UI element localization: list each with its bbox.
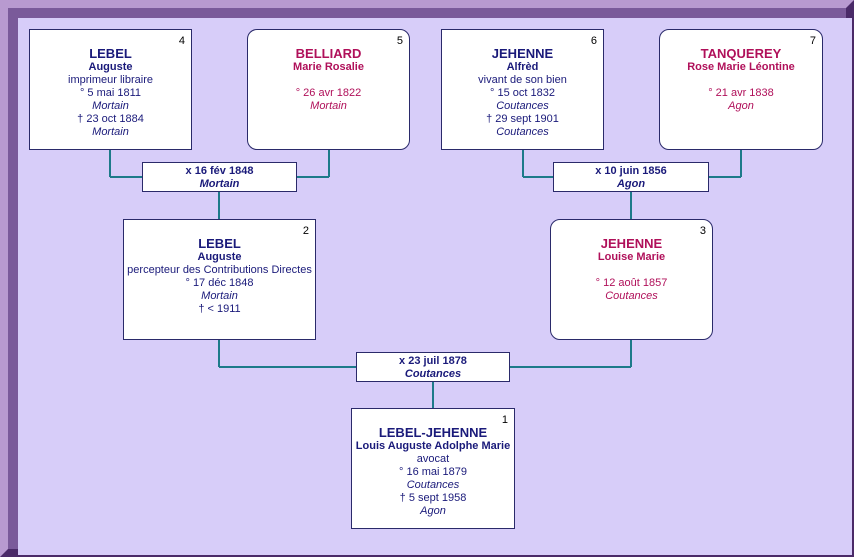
marriage-box-2-3[interactable]: x 23 juil 1878 Coutances: [356, 352, 510, 382]
person-number: 1: [501, 414, 508, 426]
marriage-box-4-5[interactable]: x 16 fév 1848 Mortain: [142, 162, 297, 192]
person-death: † 5 sept 1958: [399, 492, 467, 504]
marriage-place: Agon: [616, 178, 646, 190]
person-surname: JEHENNE: [600, 236, 663, 251]
person-birth-place: Agon: [728, 100, 754, 112]
person-card-6[interactable]: 6 JEHENNE Alfrèd vivant de son bien ° 15…: [441, 29, 604, 150]
person-surname: LEBEL-JEHENNE: [378, 425, 488, 440]
person-occupation-empty: [248, 74, 409, 87]
person-occupation-empty: [551, 264, 712, 277]
person-surname: TANQUEREY: [700, 46, 782, 61]
person-card-3[interactable]: 3 JEHENNE Louise Marie ° 12 août 1857 Co…: [550, 219, 713, 340]
person-given-name: Auguste: [88, 61, 133, 73]
person-birth: ° 12 août 1857: [595, 277, 668, 289]
person-card-7[interactable]: 7 TANQUEREY Rose Marie Léontine ° 21 avr…: [659, 29, 823, 150]
person-given-name: Marie Rosalie: [293, 61, 364, 73]
person-occupation: avocat: [416, 453, 450, 465]
person-given-name: Alfrèd: [506, 61, 539, 73]
person-surname: BELLIARD: [295, 46, 362, 61]
person-death-place: Coutances: [496, 126, 549, 138]
person-occupation: percepteur des Contributions Directes: [127, 264, 312, 276]
person-occupation-empty: [660, 74, 822, 87]
person-given-name: Rose Marie Léontine: [687, 61, 795, 73]
marriage-date: x 16 fév 1848: [185, 165, 254, 177]
person-number: 5: [396, 35, 403, 47]
person-occupation: imprimeur libraire: [68, 74, 153, 86]
person-birth-place: Mortain: [310, 100, 347, 112]
person-birth-place: Coutances: [605, 290, 658, 302]
person-birth: ° 26 avr 1822: [295, 87, 362, 99]
person-birth: ° 21 avr 1838: [708, 87, 774, 99]
person-number: 6: [590, 35, 597, 47]
marriage-box-6-7[interactable]: x 10 juin 1856 Agon: [553, 162, 709, 192]
person-death: † 23 oct 1884: [77, 113, 144, 125]
person-birth: ° 17 déc 1848: [185, 277, 254, 289]
marriage-date: x 23 juil 1878: [399, 355, 467, 367]
person-death: † < 1911: [198, 303, 241, 315]
person-birth: ° 16 mai 1879: [399, 466, 467, 478]
person-card-4[interactable]: 4 LEBEL Auguste imprimeur libraire ° 5 m…: [29, 29, 192, 150]
person-number: 7: [809, 35, 816, 47]
marriage-place: Mortain: [199, 178, 240, 190]
person-surname: LEBEL: [198, 236, 241, 251]
person-number: 3: [699, 225, 706, 237]
person-death: † 29 sept 1901: [486, 113, 559, 125]
person-birth: ° 15 oct 1832: [490, 87, 555, 99]
marriage-date: x 10 juin 1856: [595, 165, 667, 177]
person-given-name: Louise Marie: [597, 251, 666, 263]
person-birth-place: Mortain: [201, 290, 238, 302]
person-death-place: Mortain: [92, 126, 129, 138]
person-birth-place: Coutances: [496, 100, 549, 112]
person-birth: ° 5 mai 1811: [79, 87, 142, 99]
person-card-5[interactable]: 5 BELLIARD Marie Rosalie ° 26 avr 1822 M…: [247, 29, 410, 150]
person-birth-place: Coutances: [406, 479, 460, 491]
marriage-place: Coutances: [404, 368, 462, 380]
person-number: 2: [302, 225, 309, 237]
person-death-place: Agon: [420, 505, 446, 517]
person-occupation: vivant de son bien: [478, 74, 567, 86]
person-birth-place: Mortain: [92, 100, 129, 112]
person-card-1[interactable]: 1 LEBEL-JEHENNE Louis Auguste Adolphe Ma…: [351, 408, 515, 529]
person-given-name: Louis Auguste Adolphe Marie: [355, 440, 511, 452]
person-given-name: Auguste: [197, 251, 242, 263]
person-surname: LEBEL: [89, 46, 132, 61]
person-surname: JEHENNE: [491, 46, 554, 61]
person-card-2[interactable]: 2 LEBEL Auguste percepteur des Contribut…: [123, 219, 316, 340]
person-number: 4: [178, 35, 185, 47]
